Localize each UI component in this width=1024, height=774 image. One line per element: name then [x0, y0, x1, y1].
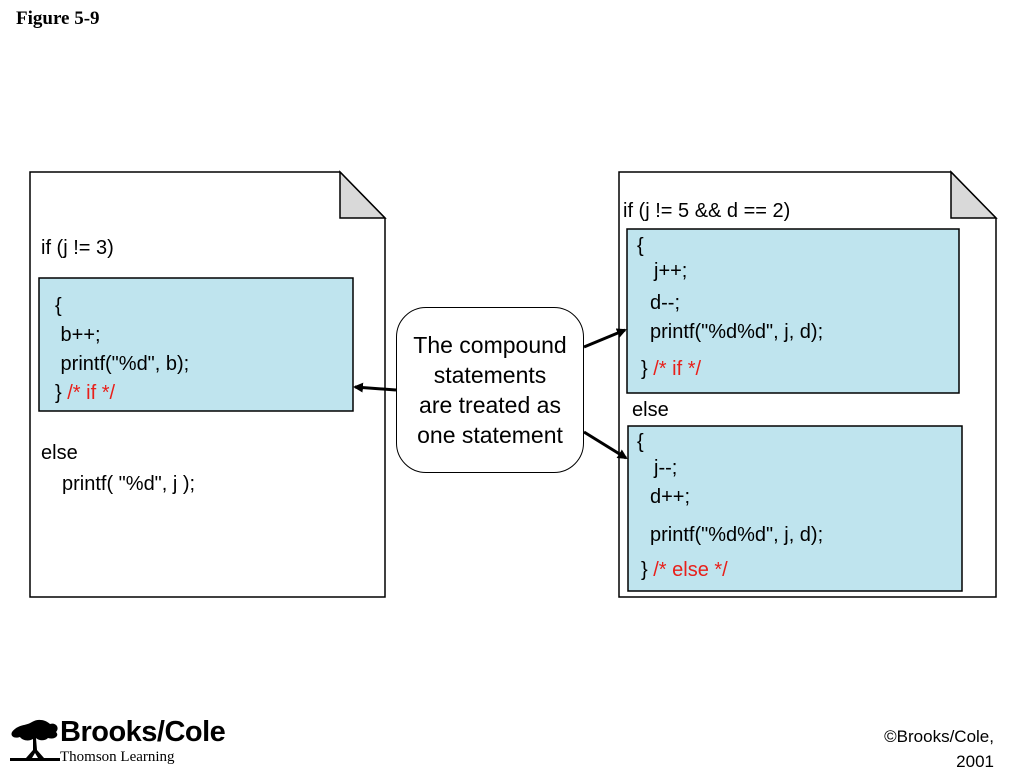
- arrow-to-right-if-block: [583, 328, 627, 349]
- right-if-block-box: [626, 228, 960, 394]
- right-else-block-box: [627, 425, 963, 592]
- right-if-close-brace: }: [641, 358, 648, 380]
- brand-name: Brooks/Cole: [60, 716, 226, 748]
- left-block-line: {: [55, 295, 62, 317]
- callout-line: The compound: [413, 332, 567, 358]
- left-close-brace: }: [55, 382, 62, 404]
- right-else-block-line: d++;: [650, 486, 691, 508]
- left-block-close: } /* if */: [55, 381, 115, 405]
- right-else-label: else: [632, 399, 669, 421]
- left-else-statement: printf( "%d", j );: [62, 473, 196, 495]
- left-block-box: [38, 277, 354, 412]
- right-else-close-brace: }: [641, 559, 648, 581]
- arrow-to-right-else-block: [583, 430, 628, 460]
- left-else-label: else: [41, 442, 78, 464]
- callout-line: statements: [433, 362, 547, 388]
- right-else-block-line: {: [637, 431, 644, 453]
- right-else-block-line: j--;: [654, 457, 678, 479]
- arrow-to-left-block: [353, 382, 397, 393]
- right-else-block-line: printf("%d%d", j, d);: [650, 524, 824, 546]
- right-else-block-close: } /* else */: [641, 558, 728, 582]
- tree-logo-icon: [10, 719, 60, 761]
- right-if-comment: /* if */: [653, 358, 702, 380]
- left-if-comment: /* if */: [67, 382, 116, 404]
- callout-bubble: The compound statements are treated as o…: [396, 307, 584, 473]
- brand-subtitle: Thomson Learning: [60, 749, 175, 765]
- copyright-line: ©Brooks/Cole,: [884, 727, 994, 746]
- right-if-block-line: j++;: [654, 260, 688, 282]
- callout-line: are treated as: [419, 392, 561, 418]
- right-if-block-line: d--;: [650, 292, 680, 314]
- right-else-comment: /* else */: [653, 559, 728, 581]
- left-page-fold: [339, 170, 387, 219]
- right-page-fold: [950, 170, 998, 219]
- right-if-block-line: {: [637, 235, 644, 257]
- figure-label: Figure 5-9: [16, 8, 100, 29]
- right-if-block-line: printf("%d%d", j, d);: [650, 321, 824, 343]
- copyright-year: 2001: [956, 752, 994, 771]
- copyright: ©Brooks/Cole, 2001: [884, 724, 994, 774]
- left-if-condition: if (j != 3): [41, 237, 114, 259]
- callout-line: one statement: [417, 422, 563, 448]
- right-if-block-close: } /* if */: [641, 357, 701, 381]
- left-block-line: b++;: [55, 324, 101, 346]
- left-block-line: printf("%d", b);: [55, 353, 190, 375]
- right-if-condition: if (j != 5 && d == 2): [623, 200, 791, 222]
